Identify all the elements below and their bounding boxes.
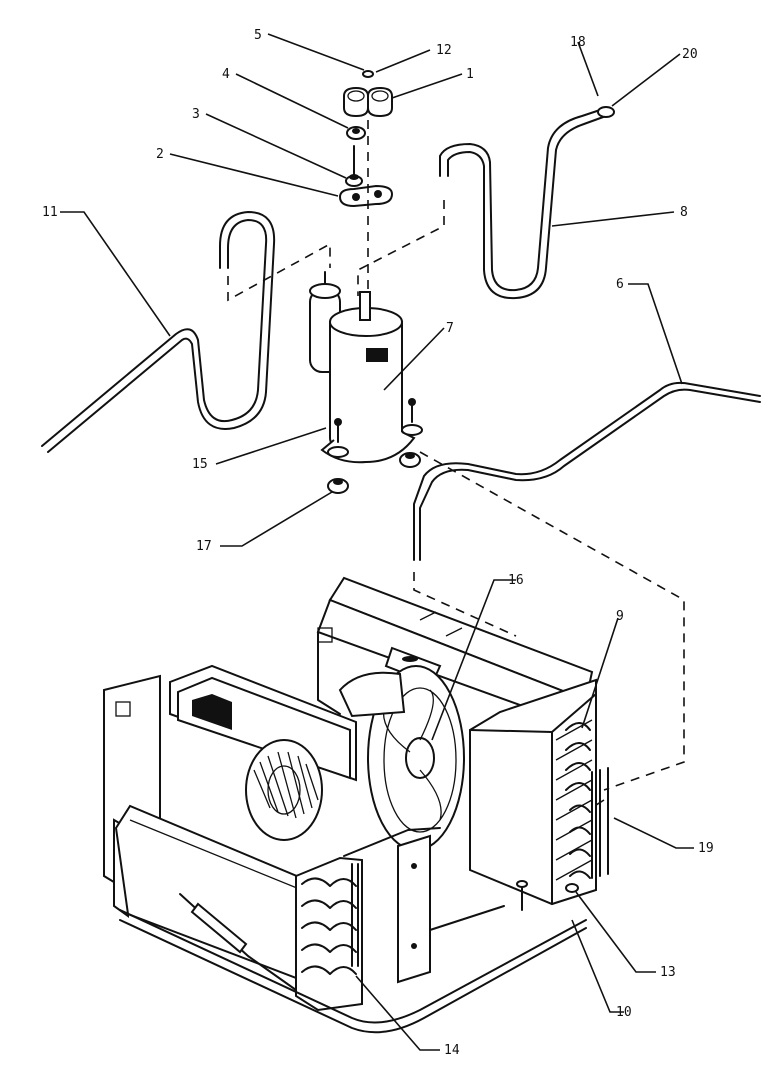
callout-9: 9	[616, 609, 624, 624]
dash-6-down	[413, 572, 517, 637]
part-11-suction-tube	[41, 211, 276, 453]
part-4-grommet	[346, 126, 366, 140]
callout-10: 10	[616, 1005, 632, 1020]
callout-7: 7	[446, 321, 454, 336]
callout-2: 2	[156, 147, 164, 162]
callout-5: 5	[254, 28, 262, 43]
part-13-part-10-fittings	[516, 880, 579, 911]
dash-compressor-to-coil	[419, 451, 685, 791]
callout-1: 1	[466, 67, 474, 82]
part-9-condenser-coil	[469, 678, 597, 906]
part-blower-wheel	[245, 739, 323, 841]
part-8-discharge-tube	[439, 106, 615, 300]
part-evaporator-coil-left	[295, 856, 363, 1012]
callout-16: 16	[508, 573, 524, 588]
callout-20: 20	[682, 47, 698, 62]
callout-15: 15	[192, 457, 208, 472]
callout-14: 14	[444, 1043, 460, 1058]
dash-11-to-compressor	[227, 242, 331, 302]
callout-6: 6	[616, 277, 624, 292]
callout-13: 13	[660, 965, 676, 980]
part-14-bracket	[351, 834, 431, 984]
part-12-nut	[362, 70, 374, 78]
part-19-tubes	[591, 767, 609, 879]
callout-11: 11	[42, 205, 58, 220]
part-6-tube	[413, 381, 761, 561]
callout-labels: 5 12 1 4 3 2 11 18 20 8 6 7 15 17 16 9 1…	[42, 28, 714, 1058]
part-1-overload-protector	[343, 86, 393, 118]
part-sensor-bulb	[179, 893, 297, 991]
part-7-compressor	[309, 271, 423, 464]
unit-base-pan	[119, 827, 587, 1034]
part-2-gasket-plate	[338, 184, 394, 208]
callout-3: 3	[192, 107, 200, 122]
leader-lines	[60, 33, 694, 1051]
callout-12: 12	[436, 43, 452, 58]
callout-8: 8	[680, 205, 688, 220]
callout-18: 18	[570, 35, 586, 50]
dash-8-to-compressor	[357, 200, 445, 296]
callout-17: 17	[196, 539, 212, 554]
part-17-grommets	[327, 452, 421, 494]
part-3-bolt	[345, 145, 363, 187]
part-16-fan	[338, 665, 465, 851]
callout-4: 4	[222, 67, 230, 82]
callout-19: 19	[698, 841, 714, 856]
